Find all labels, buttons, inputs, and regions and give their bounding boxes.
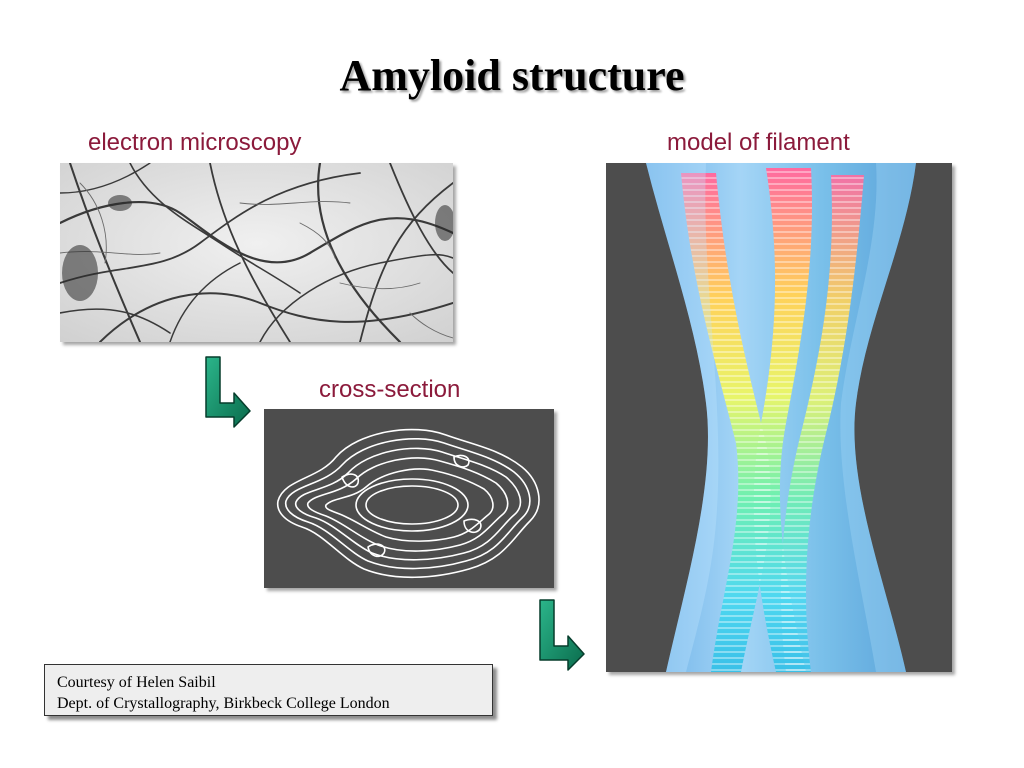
credit-line-1: Courtesy of Helen Saibil [57,674,216,691]
caption-cross-section: cross-section [319,376,461,403]
down-right-turn-arrow-icon [534,598,586,677]
caption-model-of-filament: model of filament [667,129,850,156]
electron-microscopy-image [60,163,453,342]
down-right-turn-arrow-icon [200,355,252,434]
credit-line-2: Dept. of Crystallography, Birkbeck Colle… [57,695,390,712]
credit-box: Courtesy of Helen Saibil Dept. of Crysta… [44,664,493,716]
caption-electron-microscopy: electron microscopy [88,129,302,156]
slide-title: Amyloid structure [339,51,685,100]
cross-section-image [264,409,554,588]
filament-model-image [606,163,952,672]
